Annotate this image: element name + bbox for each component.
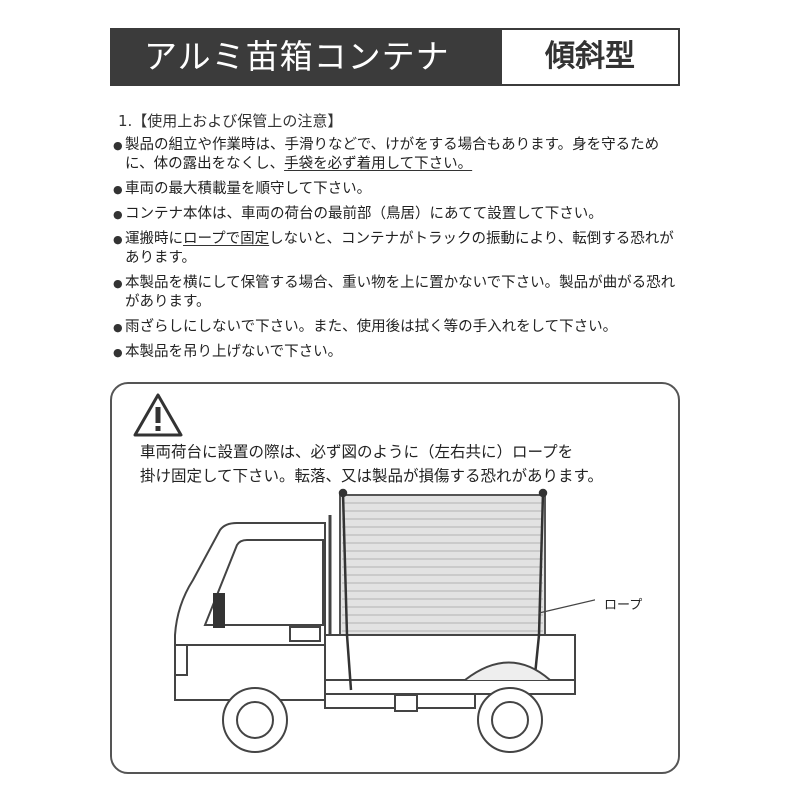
bullet-icon: ● bbox=[113, 139, 123, 152]
warning-triangle-icon bbox=[133, 393, 183, 437]
caution-list: ●製品の組立や作業時は、手滑りなどで、けがをする場合もあります。身を守るために、… bbox=[113, 136, 683, 368]
warning-line-2: 掛け固定して下さい。転落、又は製品が損傷する恐れがあります。 bbox=[140, 467, 603, 485]
warning-text: 車両荷台に設置の際は、必ず図のように（左右共に）ロープを 掛け固定して下さい。転… bbox=[140, 440, 680, 488]
bullet-icon: ● bbox=[113, 277, 123, 290]
rope bbox=[338, 488, 548, 691]
container-slats bbox=[342, 502, 543, 632]
caution-item: ●車両の最大積載量を順守して下さい。 bbox=[113, 181, 372, 197]
caution-item: ●製品の組立や作業時は、手滑りなどで、けがをする場合もあります。身を守るために、… bbox=[113, 137, 660, 172]
caution-item: ●本製品を横にして保管する場合、重い物を上に置かないで下さい。製品が曲がる恐れが… bbox=[113, 275, 676, 310]
bullet-icon: ● bbox=[113, 346, 123, 359]
caution-item: ●運搬時にロープで固定しないと、コンテナがトラックの振動により、転倒する恐れがあ… bbox=[113, 231, 674, 266]
bullet-icon: ● bbox=[113, 321, 123, 334]
bullet-icon: ● bbox=[113, 183, 123, 196]
product-title: アルミ苗箱コンテナ bbox=[110, 28, 500, 86]
warning-line-1: 車両荷台に設置の際は、必ず図のように（左右共に）ロープを bbox=[140, 443, 574, 461]
rope-leader-line bbox=[538, 599, 595, 614]
section-title: 1.【使用上および保管上の注意】 bbox=[118, 112, 343, 130]
caution-item: ●コンテナ本体は、車両の荷台の最前部（鳥居）にあてて設置して下さい。 bbox=[113, 206, 603, 222]
caution-item: ●本製品を吊り上げないで下さい。 bbox=[113, 344, 343, 360]
bullet-icon: ● bbox=[113, 233, 123, 246]
caution-item: ●雨ざらしにしないで下さい。また、使用後は拭く等の手入れをして下さい。 bbox=[113, 319, 618, 335]
cab-window bbox=[203, 539, 324, 626]
side-mirror bbox=[213, 593, 225, 628]
truck-cab bbox=[174, 522, 326, 701]
bullet-icon: ● bbox=[113, 208, 123, 221]
rope-label: ロープ bbox=[604, 598, 643, 613]
container bbox=[339, 494, 546, 636]
truck-illustration bbox=[174, 488, 595, 753]
product-type-label: 傾斜型 bbox=[500, 28, 680, 86]
